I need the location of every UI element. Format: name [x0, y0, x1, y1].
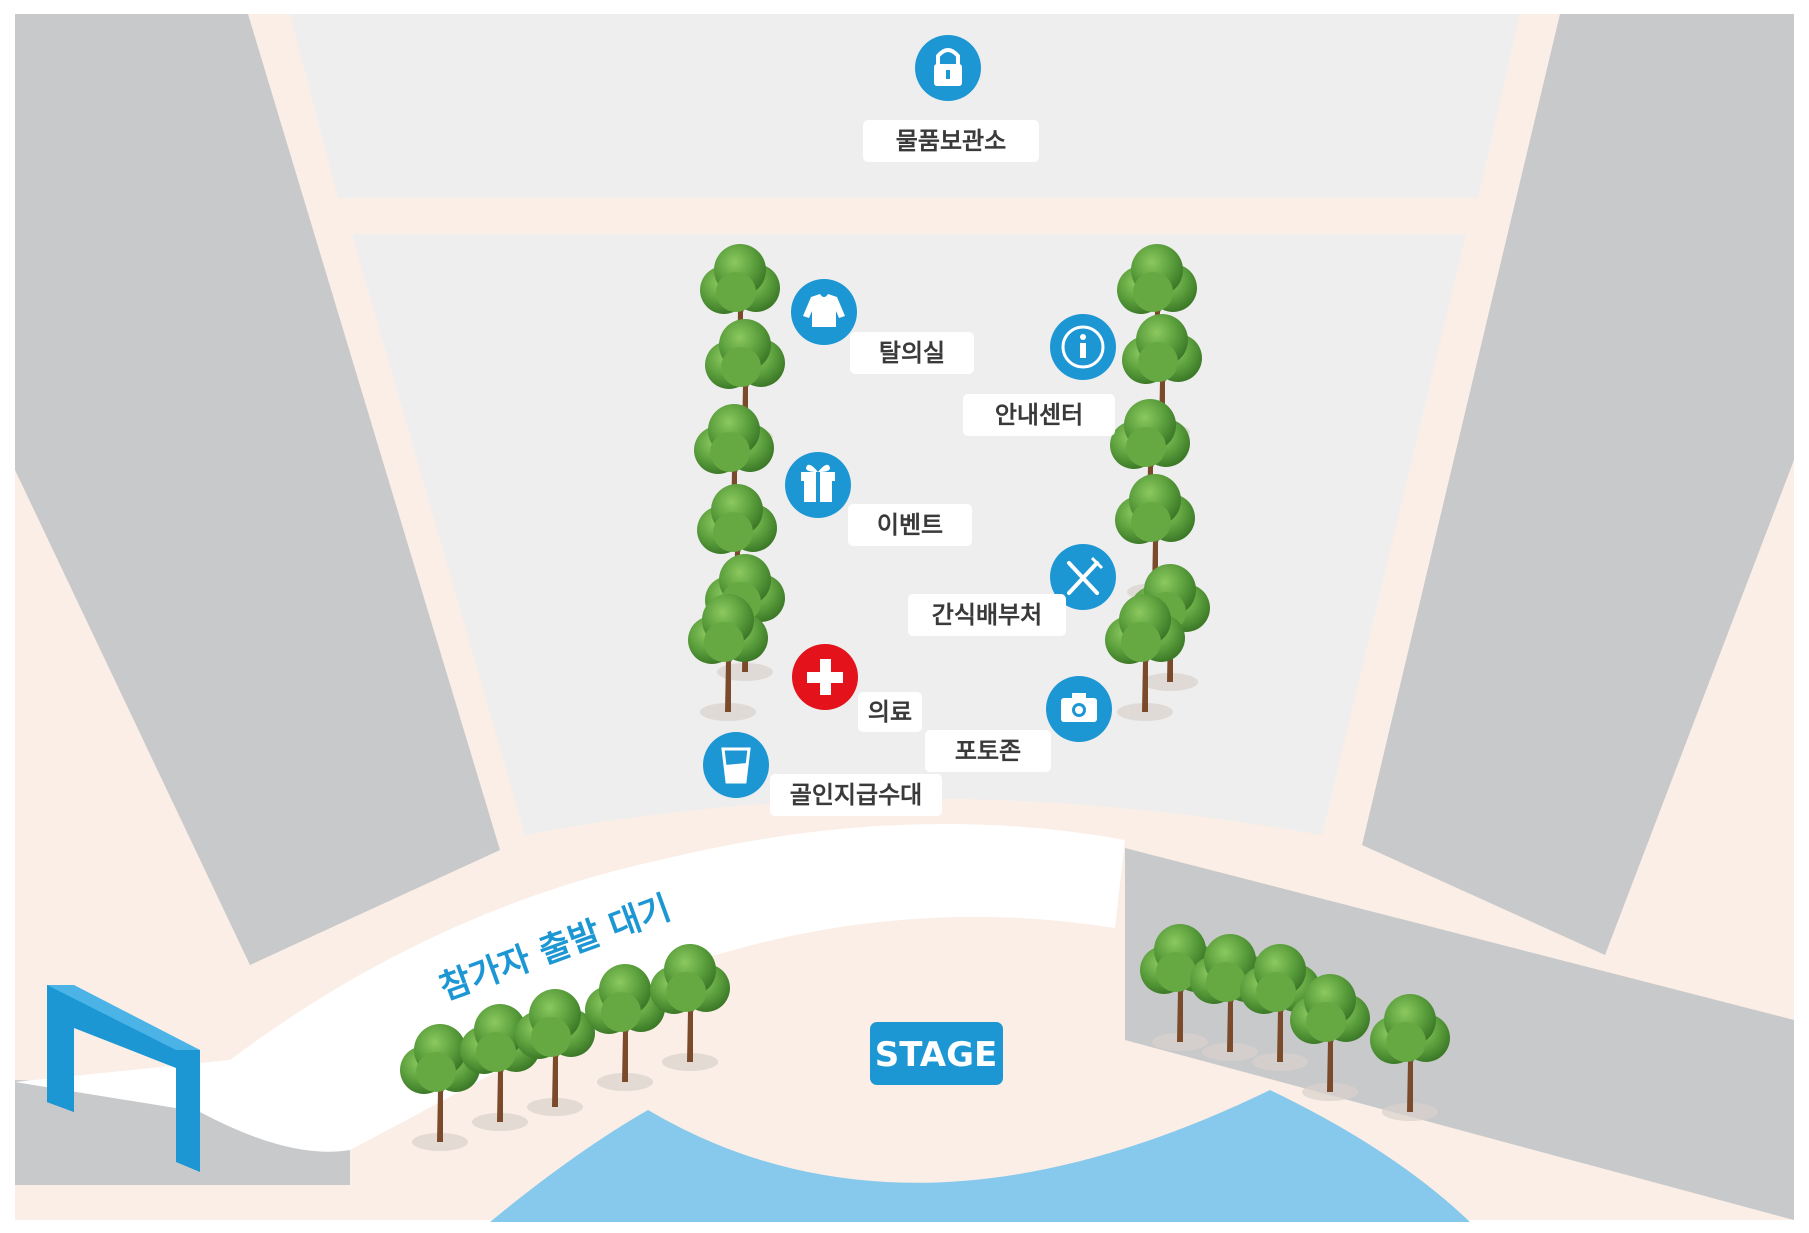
facility-changing-room[interactable]: 탈의실 [791, 279, 974, 374]
facility-snack[interactable]: 간식배부처 [908, 544, 1116, 636]
facility-info-center[interactable]: 안내센터 [963, 314, 1116, 436]
shirt-icon [803, 294, 845, 327]
svg-text:탈의실: 탈의실 [879, 339, 945, 367]
fork-knife-icon [1067, 556, 1104, 595]
storage-plaza [290, 14, 1520, 198]
building-bottom-right [1125, 848, 1794, 1220]
svg-text:간식배부처: 간식배부처 [932, 601, 1042, 629]
svg-text:이벤트: 이벤트 [877, 511, 943, 539]
svg-text:안내센터: 안내센터 [995, 401, 1083, 429]
facility-medical[interactable]: 의료 [792, 644, 922, 732]
facility-storage[interactable]: 물품보관소 [863, 35, 1039, 162]
facility-photo-zone[interactable]: 포토존 [925, 676, 1112, 772]
padlock-icon [934, 48, 962, 86]
building-right [1362, 14, 1794, 955]
facility-water-station[interactable]: 골인지급수대 [703, 732, 942, 816]
water-cup-icon [721, 747, 751, 784]
building-left [15, 14, 500, 965]
svg-text:STAGE: STAGE [875, 1035, 998, 1075]
pond [490, 1090, 1470, 1222]
svg-text:의료: 의료 [868, 698, 912, 726]
camera-icon [1061, 693, 1097, 722]
svg-text:포토존: 포토존 [955, 737, 1021, 765]
medical-cross-icon [807, 659, 843, 695]
info-icon [1061, 325, 1105, 369]
svg-text:물품보관소: 물품보관소 [896, 127, 1006, 155]
start-gate-icon [47, 985, 200, 1172]
stage-marker[interactable]: STAGE [870, 1022, 1003, 1085]
facility-event[interactable]: 이벤트 [785, 452, 972, 546]
waiting-path [15, 824, 1125, 1152]
svg-text:골인지급수대: 골인지급수대 [790, 781, 922, 809]
gift-icon [801, 464, 835, 502]
